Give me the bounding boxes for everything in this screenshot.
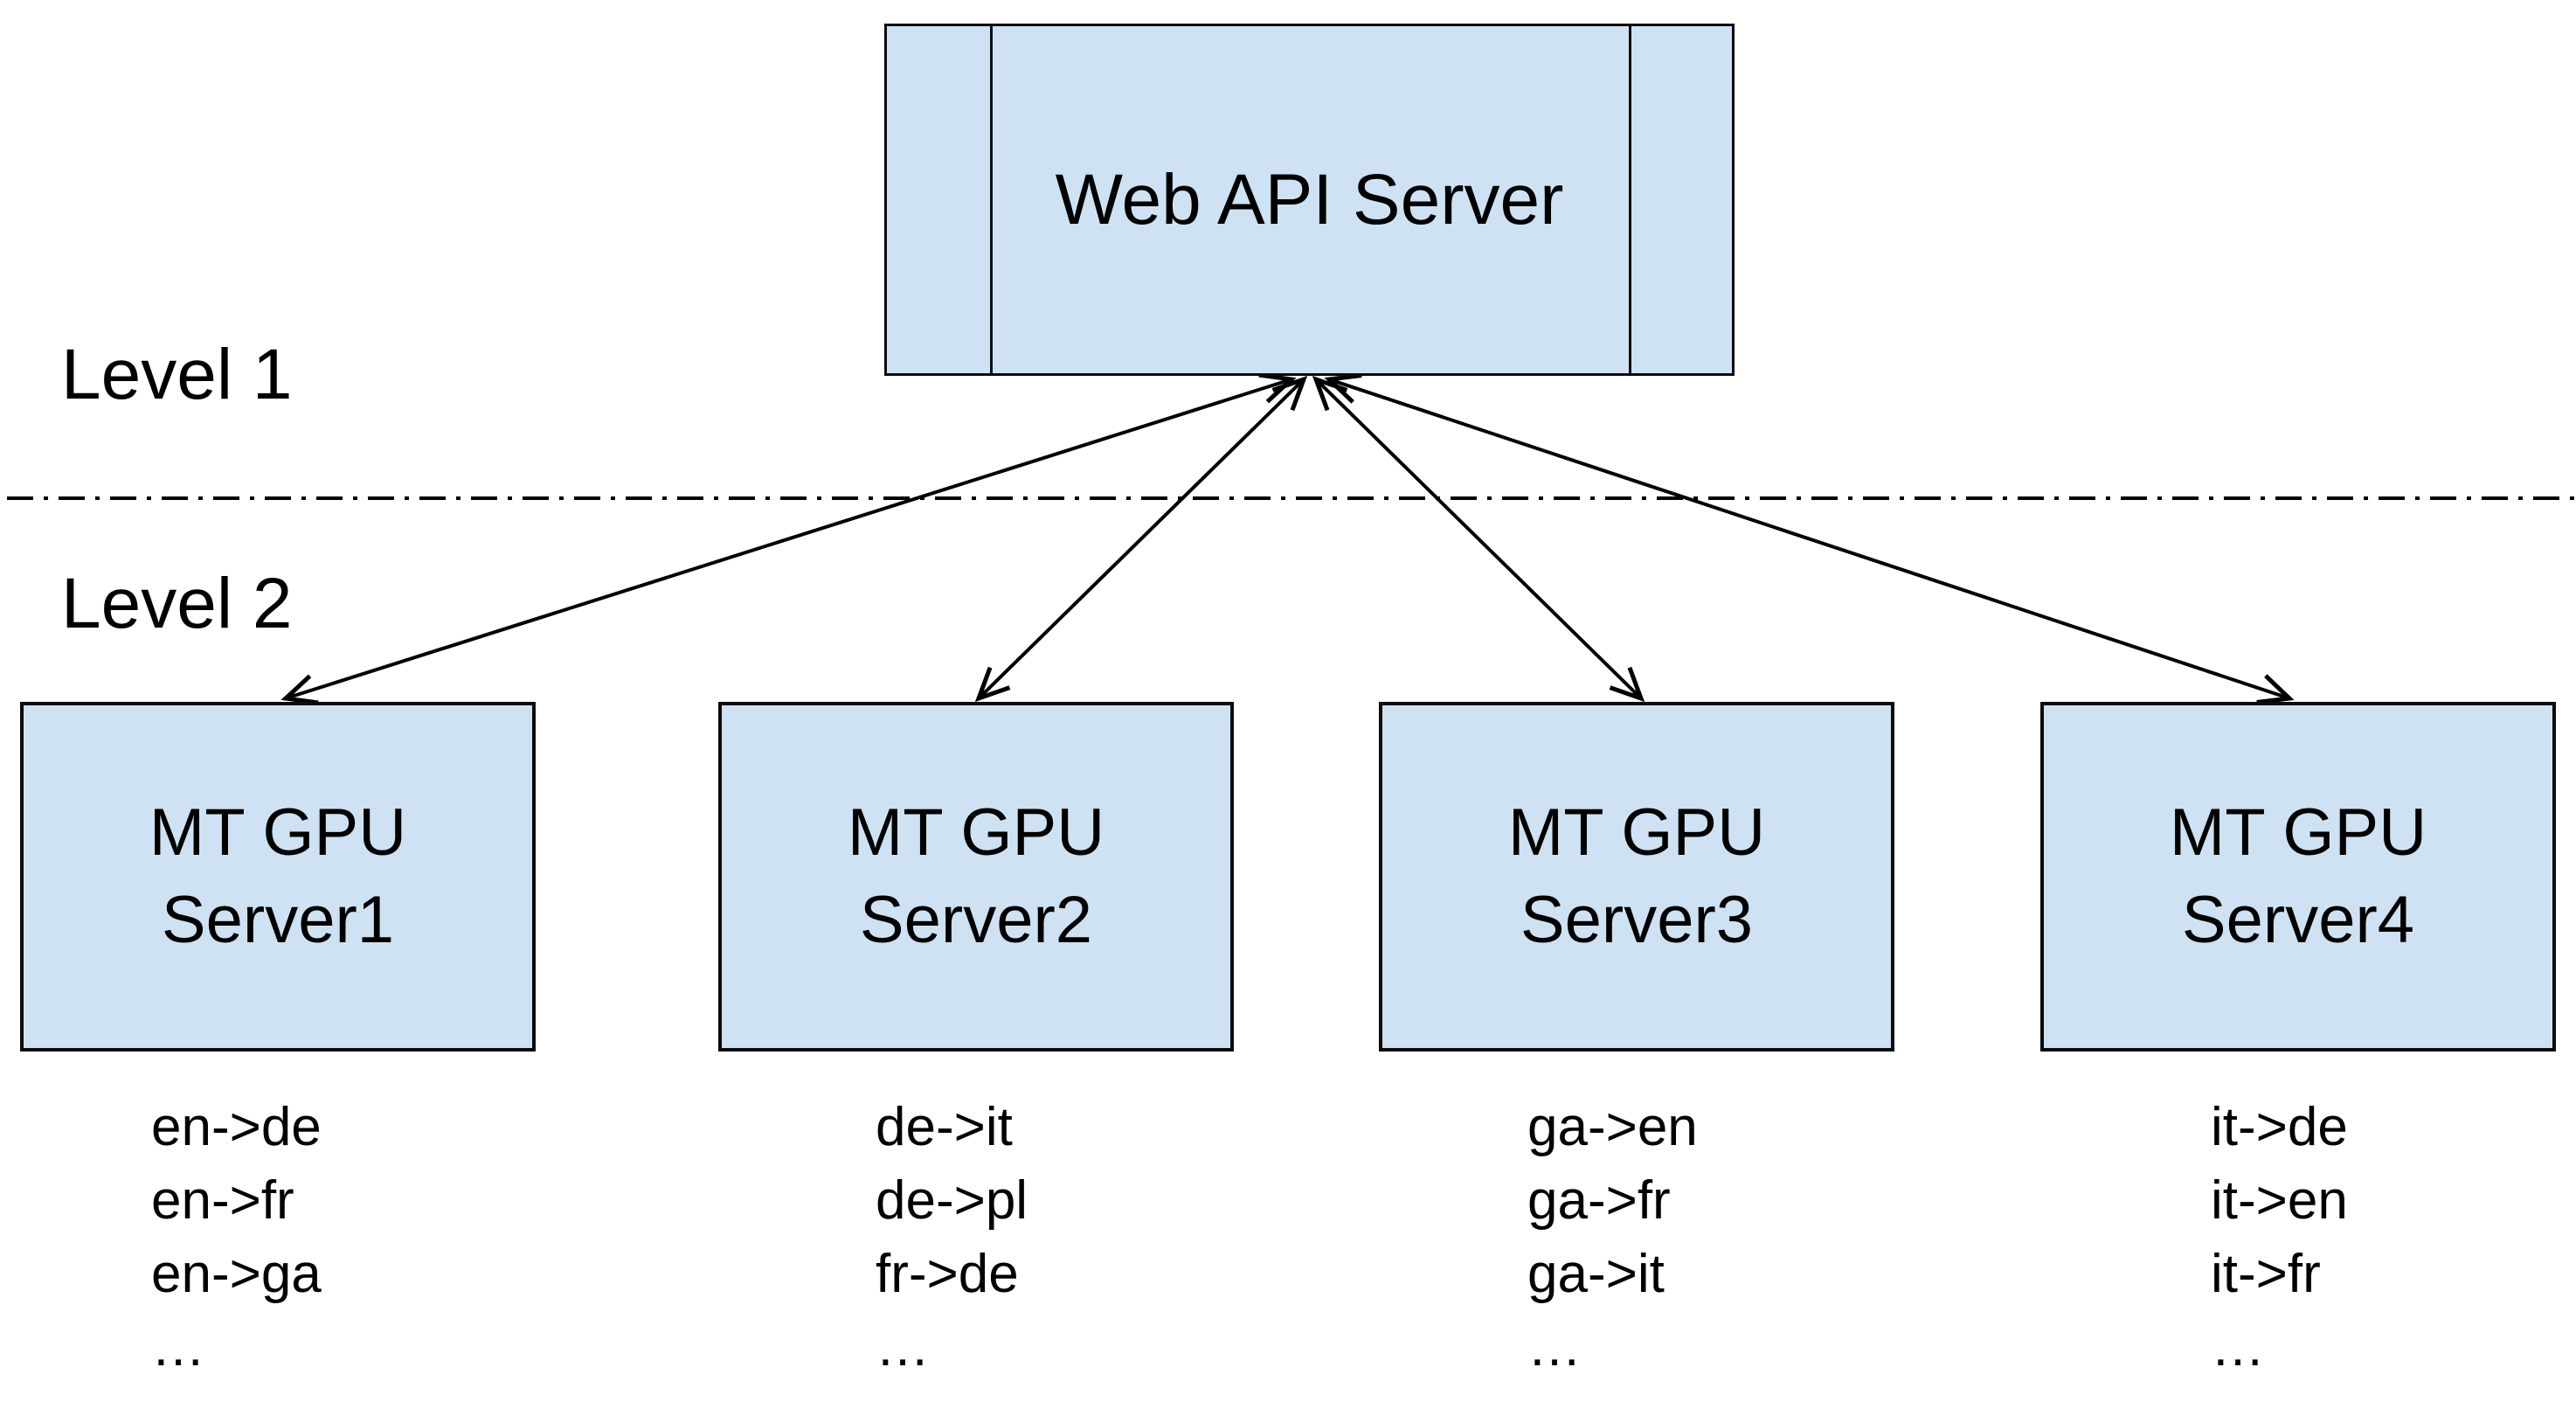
arrow-web-to-server4 xyxy=(1324,373,2295,704)
server2-title: MT GPU Server2 xyxy=(848,789,1104,964)
arrow-web-to-server1 xyxy=(280,372,1297,705)
server4-title-line2: Server4 xyxy=(2181,883,2415,957)
server2-title-line1: MT GPU xyxy=(847,795,1105,870)
webapi-left-bar xyxy=(990,26,993,373)
server3-language-pairs: ga->en ga->fr ga->it … xyxy=(1527,1091,1698,1385)
level-1-label: Level 1 xyxy=(61,335,293,414)
language-pair: fr->de xyxy=(876,1244,1019,1304)
language-pair: en->ga xyxy=(151,1244,322,1304)
web-api-server-label: Web API Server xyxy=(1055,159,1564,239)
server1-title-line2: Server1 xyxy=(161,883,395,957)
mt-gpu-server3-box: MT GPU Server3 xyxy=(1379,702,1894,1052)
server3-title-line1: MT GPU xyxy=(1507,795,1766,870)
language-pair: it->de xyxy=(2211,1097,2348,1157)
server1-language-pairs: en->de en->fr en->ga … xyxy=(151,1091,322,1385)
arrow-web-to-server3 xyxy=(1312,375,1645,703)
language-pair-ellipsis: … xyxy=(876,1317,930,1378)
server4-title-line1: MT GPU xyxy=(2169,795,2427,870)
language-pair: en->de xyxy=(151,1097,322,1157)
language-pair: ga->fr xyxy=(1527,1170,1671,1231)
level-2-label: Level 2 xyxy=(61,564,293,643)
web-api-server-box: Web API Server xyxy=(884,24,1735,376)
language-pair: it->fr xyxy=(2211,1244,2321,1304)
server2-title-line2: Server2 xyxy=(859,883,1093,957)
server1-title-line1: MT GPU xyxy=(149,795,407,870)
server4-title: MT GPU Server4 xyxy=(2170,789,2427,964)
language-pair: de->it xyxy=(876,1097,1013,1157)
mt-gpu-server4-box: MT GPU Server4 xyxy=(2040,702,2556,1052)
language-pair-ellipsis: … xyxy=(2211,1317,2265,1378)
language-pair: it->en xyxy=(2211,1170,2348,1231)
mt-gpu-server2-box: MT GPU Server2 xyxy=(718,702,1234,1052)
arrow-web-to-server2 xyxy=(974,375,1308,703)
server3-title: MT GPU Server3 xyxy=(1508,789,1765,964)
language-pair-ellipsis: … xyxy=(1527,1317,1582,1378)
language-pair: ga->it xyxy=(1527,1244,1665,1304)
language-pair-ellipsis: … xyxy=(151,1317,205,1378)
language-pair: de->pl xyxy=(876,1170,1028,1231)
server2-language-pairs: de->it de->pl fr->de … xyxy=(876,1091,1028,1385)
webapi-right-bar xyxy=(1629,26,1631,373)
mt-gpu-server1-box: MT GPU Server1 xyxy=(20,702,536,1052)
language-pair: ga->en xyxy=(1527,1097,1698,1157)
language-pair: en->fr xyxy=(151,1170,294,1231)
server4-language-pairs: it->de it->en it->fr … xyxy=(2211,1091,2348,1385)
server3-title-line2: Server3 xyxy=(1520,883,1754,957)
server1-title: MT GPU Server1 xyxy=(149,789,406,964)
